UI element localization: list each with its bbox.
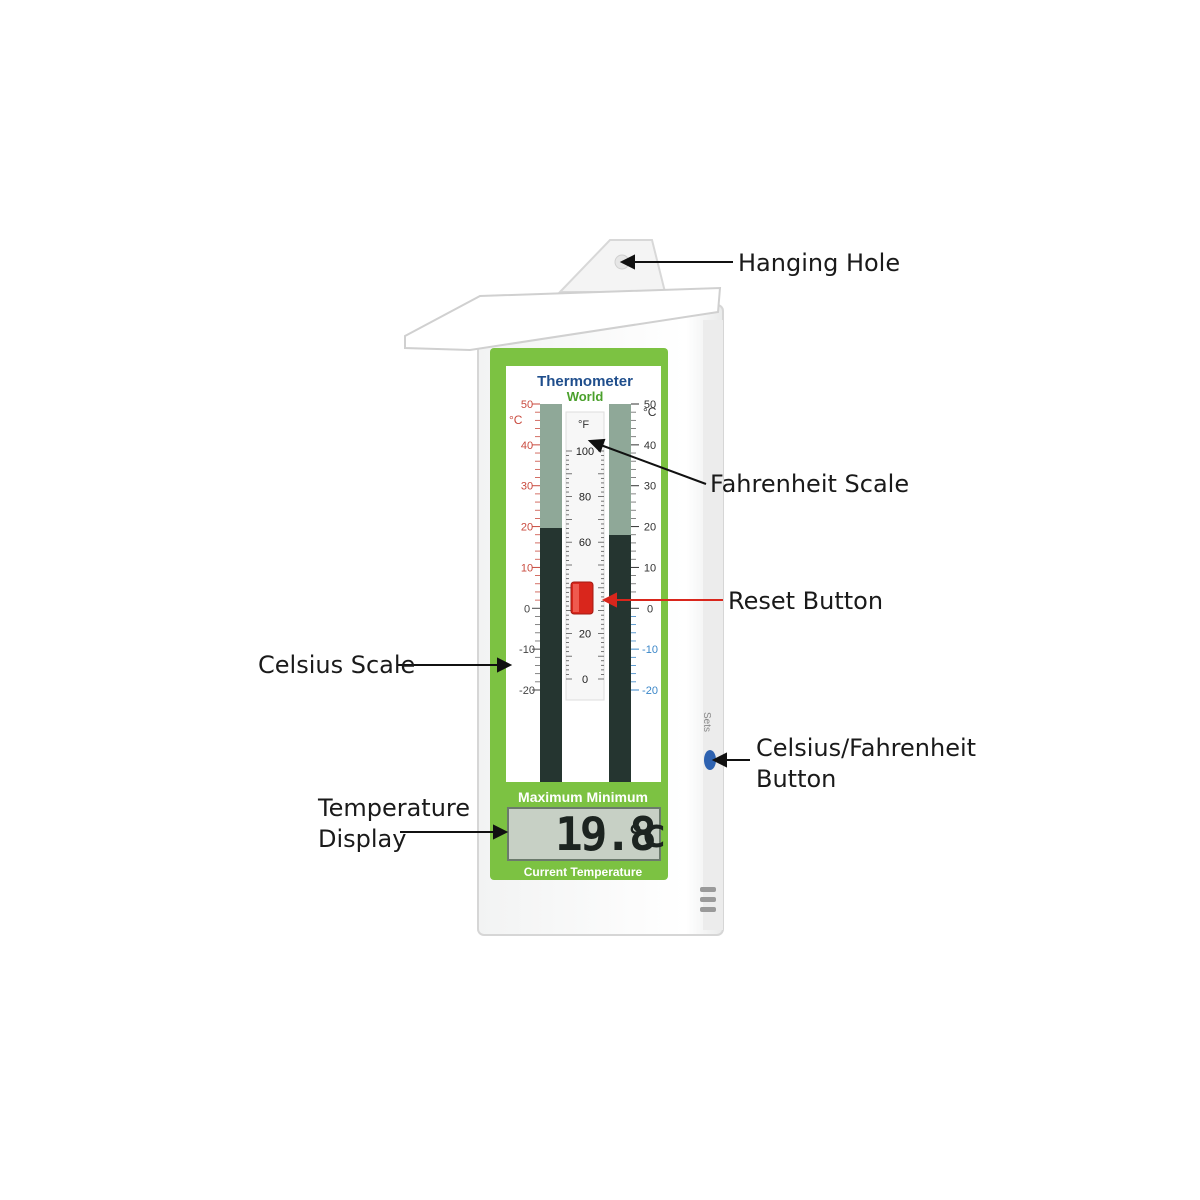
top-cover [404,286,722,352]
arrowhead-temperature-display [493,824,509,840]
arrowhead-cf-button [711,752,727,768]
left-scale-tick-label: 20 [521,522,533,534]
brand-line1: Thermometer [537,373,633,390]
callout-celsius-scale: Celsius Scale [258,651,416,679]
hanging-tab [557,239,667,293]
right-scale-tick-label: 20 [644,522,656,534]
right-scale-tick-label: 40 [644,440,656,452]
callout-temp-line1: Temperature [318,794,471,822]
callout-fahrenheit-scale: Fahrenheit Scale [710,470,910,498]
right-unit-label: °C [643,405,657,419]
left-unit-label: °C [509,413,523,427]
left-scale-tick-label: 50 [521,399,533,411]
fahrenheit-tick-label: 0 [582,674,588,686]
fahrenheit-strip [565,411,605,701]
callout-temperature-display: Temperature Display [318,793,470,855]
arrowhead-fahrenheit [587,438,606,453]
lcd-value: 19.8 [555,807,657,861]
lcd-display [507,807,661,861]
celsius-scale-left: 50 40 30 20 10 0 -10 -20 [519,399,540,697]
callout-hanging-hole: Hanging Hole [738,249,901,277]
brand-line2: World [567,389,604,404]
left-scale-tick-label: 40 [521,440,533,452]
celsius-scale-right: 50 40 30 20 10 0 -10 -20 [631,399,658,697]
left-scale-tick-label: 30 [521,481,533,493]
left-scale-tick-label: 10 [521,562,533,574]
fahrenheit-tick-label: 100 [576,446,594,458]
vent-3 [700,907,716,912]
lcd-unit: °C [628,820,666,855]
right-scale-tick-label: 50 [644,399,656,411]
right-scale-tick-label: 30 [644,481,656,493]
arrowhead-hanging-hole [619,254,635,270]
min-tube-fill [609,535,631,782]
current-temperature-label: Current Temperature [524,865,643,879]
callout-cf-line1: Celsius/Fahrenheit [756,734,977,762]
body-side [703,320,723,930]
left-scale-tick-label: 0 [524,603,530,615]
celsius-fahrenheit-button[interactable] [704,750,716,770]
max-min-label: Maximum Minimum [518,789,648,805]
arrowhead-celsius [497,657,513,673]
side-text: Sets [701,712,712,732]
left-scale-tick-label: -10 [519,644,535,656]
fahrenheit-unit-label: °F [578,419,589,431]
callout-reset-button: Reset Button [728,587,884,615]
left-scale-tick-label: -20 [519,685,535,697]
fahrenheit-tick-label: 20 [579,628,591,640]
vent-2 [700,897,716,902]
callout-temp-line2: Display [318,825,407,853]
fahrenheit-tick-label: 80 [579,492,591,504]
callout-celsius-fahrenheit-button: Celsius/Fahrenheit Button [756,733,976,795]
vent-1 [700,887,716,892]
right-scale-tick-label: 10 [644,562,656,574]
right-scale-tick-label: -10 [642,644,658,656]
arrow-fahrenheit [597,443,707,485]
right-scale-tick-label: -20 [642,685,658,697]
callout-cf-line2: Button [756,765,837,793]
fahrenheit-tick-label: 60 [579,537,591,549]
right-scale-tick-label: 0 [647,603,653,615]
max-tube-fill [540,528,562,782]
reset-button-highlight [573,584,579,612]
arrowhead-reset [601,592,617,608]
